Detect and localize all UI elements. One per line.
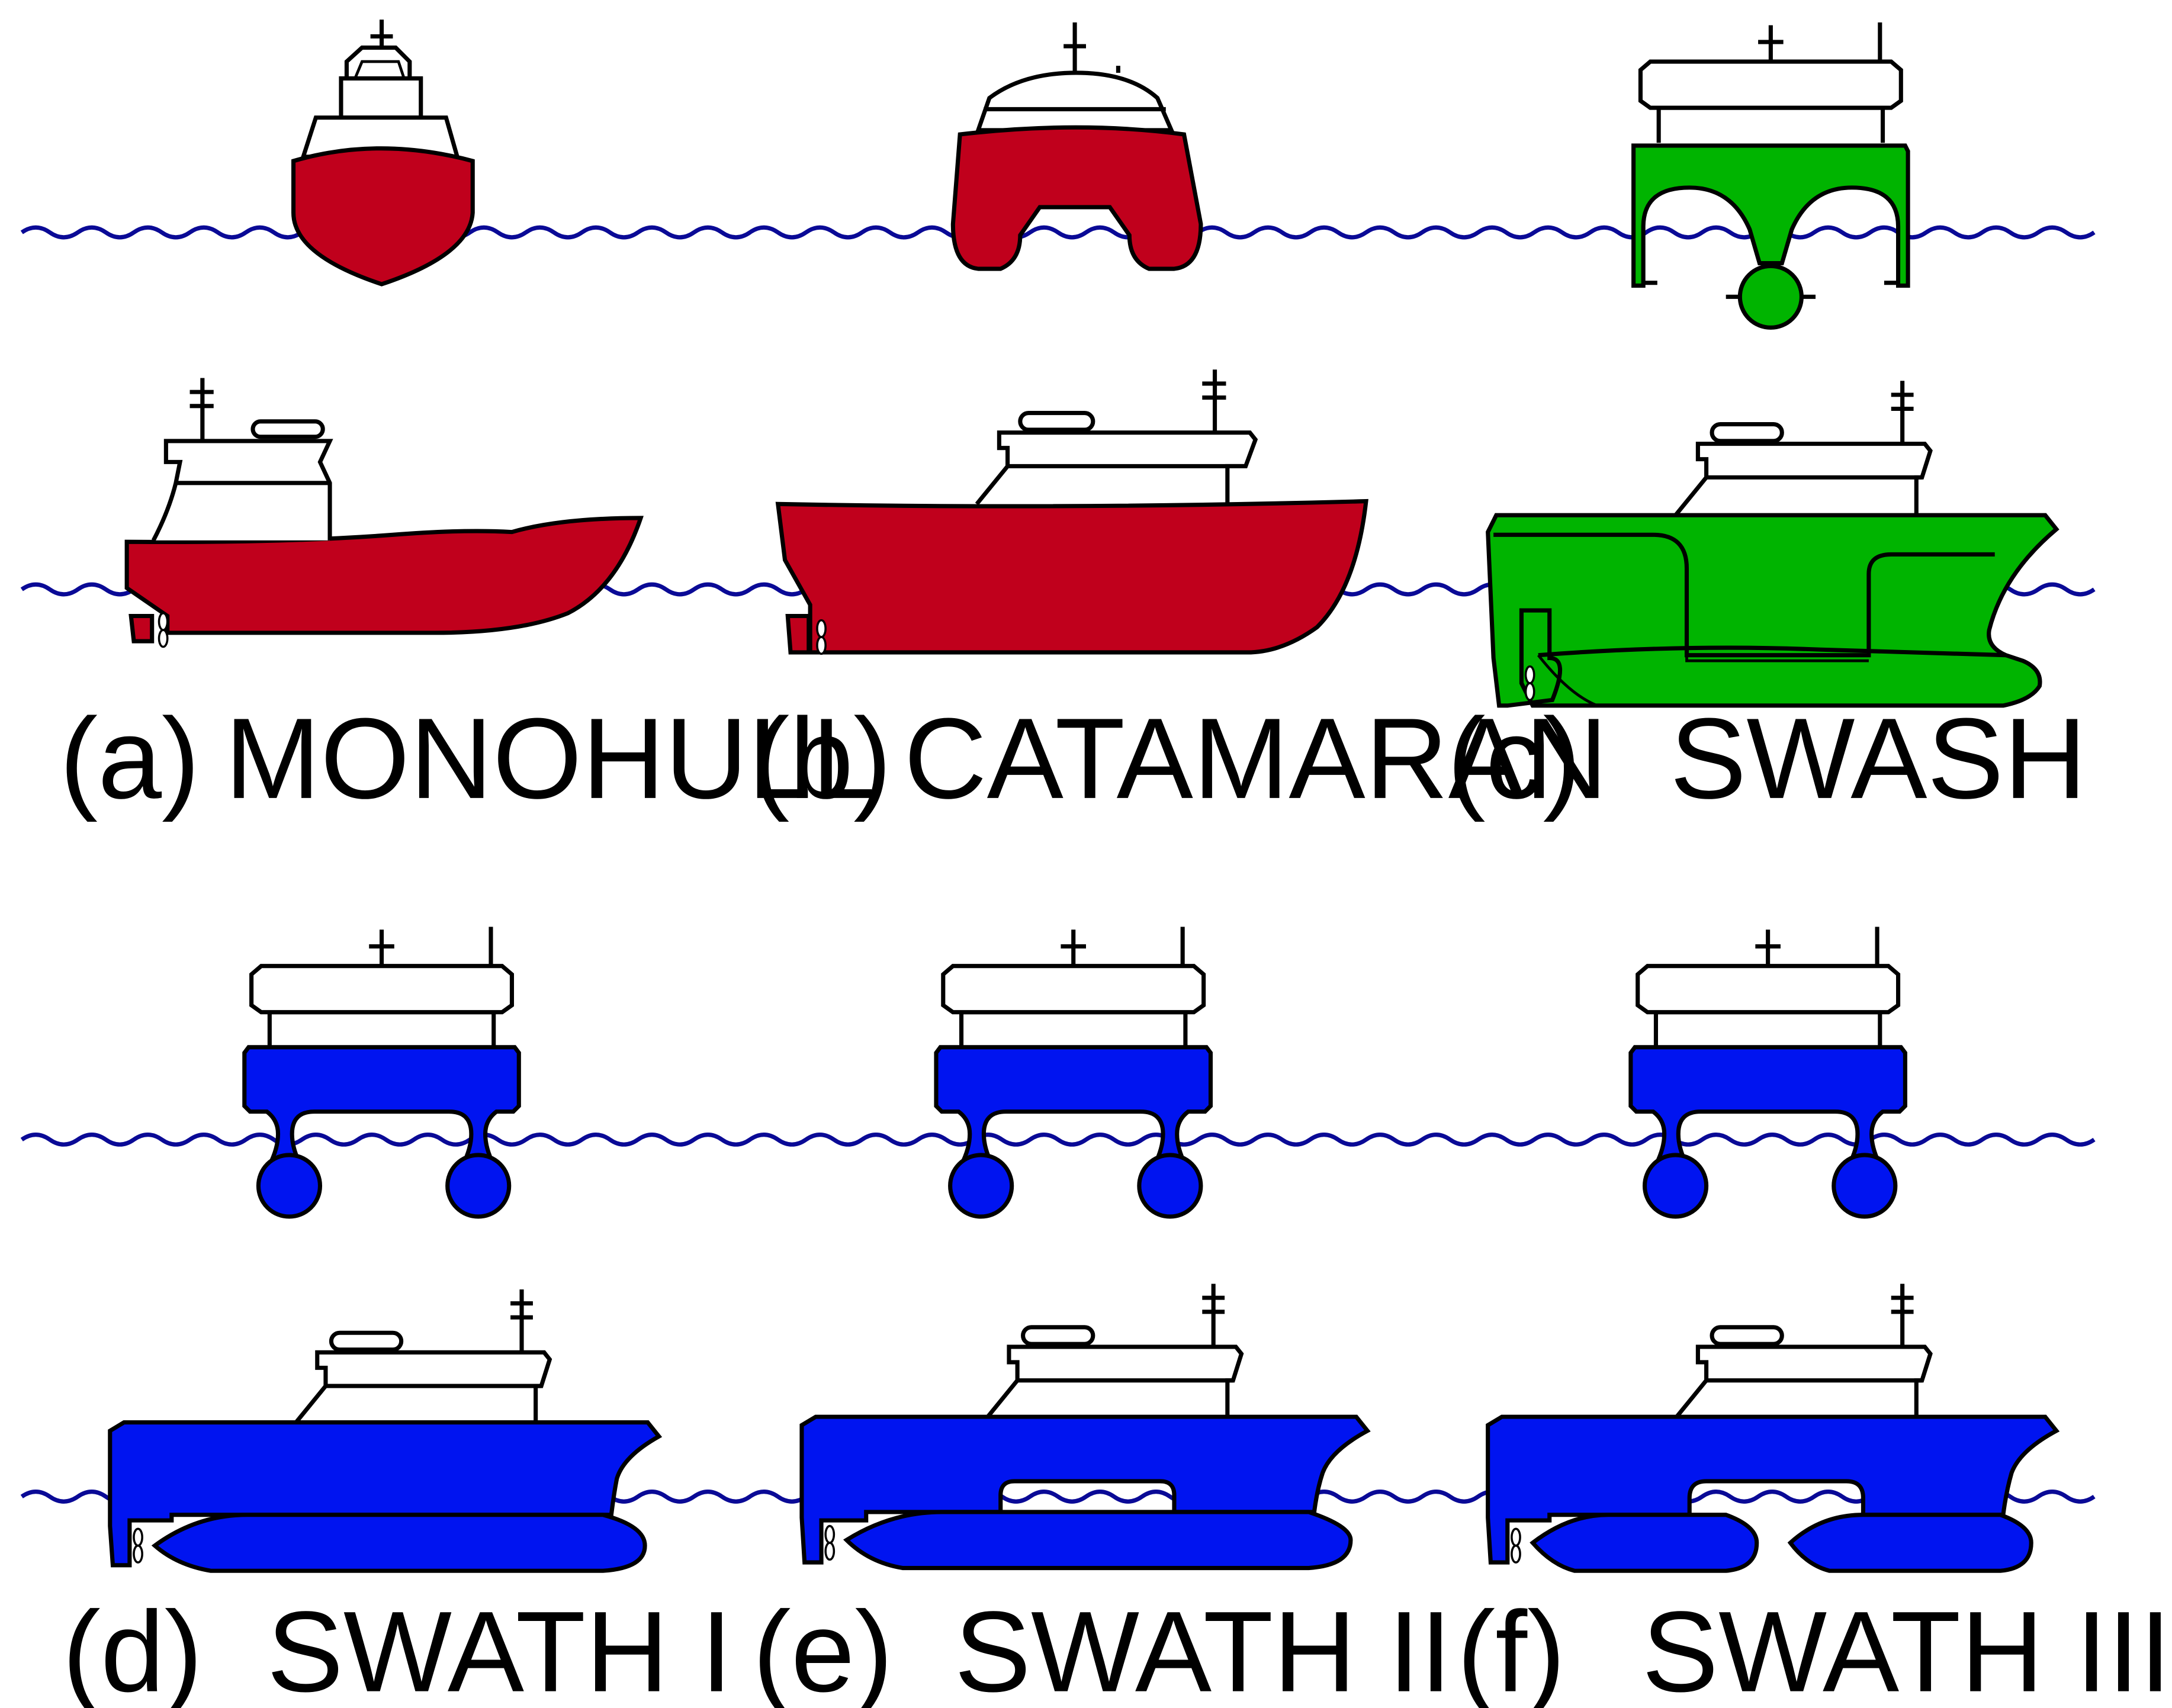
monohull-front-view xyxy=(291,20,475,287)
catamaran-front-view xyxy=(950,22,1203,271)
swath-ii-front-view xyxy=(936,927,1210,1217)
swash-side-view xyxy=(1486,381,2059,708)
swath-i-front-view xyxy=(245,927,519,1217)
monohull-side-view xyxy=(124,378,644,648)
swath-iii-front-view xyxy=(1631,927,1905,1217)
panel-letter-f: (f) xyxy=(1457,1588,1566,1708)
panel-letter-b: (b) xyxy=(751,694,892,823)
panel-letter-c: (c) xyxy=(1447,694,1581,823)
panel-name-swath-iii: SWATH III xyxy=(1642,1588,2171,1708)
panel-name-swash: SWASH xyxy=(1670,694,2087,823)
panel-name-catamaran: CATAMARAN xyxy=(904,694,1608,823)
swath-ii-side-view xyxy=(799,1284,1371,1571)
swath-i-side-view xyxy=(108,1289,663,1573)
panel-letter-d: (d) xyxy=(62,1588,203,1708)
panel-letter-a: (a) xyxy=(60,694,200,823)
catamaran-side-view xyxy=(775,369,1368,655)
panel-name-swath-ii: SWATH II xyxy=(955,1588,1452,1708)
swath-iii-side-view xyxy=(1486,1284,2060,1573)
panel-letter-e: (e) xyxy=(753,1588,893,1708)
swash-front-view xyxy=(1631,22,1910,330)
water-line-row-3 xyxy=(22,1135,2094,1145)
panel-name-swath-i: SWATH I xyxy=(267,1588,732,1708)
panel-name-monohull: MONOHULL xyxy=(225,694,876,823)
